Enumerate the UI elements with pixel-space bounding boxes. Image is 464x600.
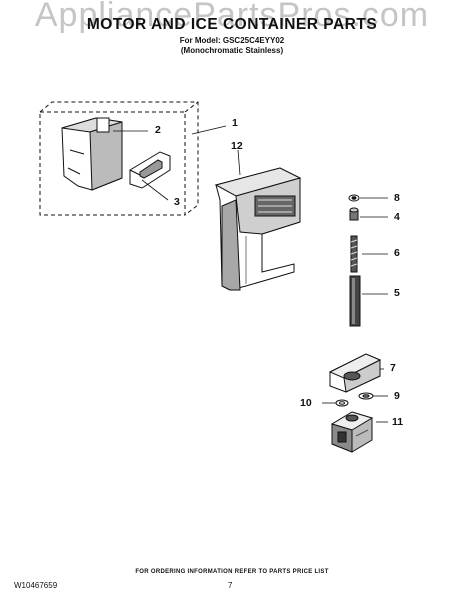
leader-3 xyxy=(141,179,169,201)
drive-shaft-part xyxy=(349,275,361,327)
ice-container-assembly-box xyxy=(39,101,199,216)
callout-3: 3 xyxy=(174,196,180,208)
ice-bucket-part xyxy=(61,117,123,191)
model-line: For Model: GSC25C4EYY02 xyxy=(179,36,285,45)
coupler-part xyxy=(349,207,359,221)
callout-2: 2 xyxy=(155,124,161,136)
callout-10: 10 xyxy=(300,397,312,409)
ring-part xyxy=(348,194,360,202)
callout-7: 7 xyxy=(390,362,396,374)
callout-9: 9 xyxy=(394,390,400,402)
variant-line: (Monochromatic Stainless) xyxy=(180,46,284,55)
ordering-note: FOR ORDERING INFORMATION REFER TO PARTS … xyxy=(135,569,329,575)
page-number: 7 xyxy=(228,581,233,590)
leader-1 xyxy=(191,125,227,135)
washer-part xyxy=(335,399,349,407)
page-title: MOTOR AND ICE CONTAINER PARTS xyxy=(86,16,378,33)
callout-5: 5 xyxy=(394,287,400,299)
motor-bracket-part xyxy=(328,353,382,393)
leader-12 xyxy=(237,149,241,176)
callout-12: 12 xyxy=(231,140,243,152)
auger-motor-part xyxy=(330,411,374,453)
callout-1: 1 xyxy=(232,117,238,129)
spring-part xyxy=(350,235,358,273)
bucket-bracket-part xyxy=(129,151,171,189)
callout-8: 8 xyxy=(394,192,400,204)
gasket-part xyxy=(358,392,374,400)
callout-4: 4 xyxy=(394,211,400,223)
document-number: W10467659 xyxy=(14,581,58,590)
ice-container-housing-part xyxy=(214,167,302,291)
callout-11: 11 xyxy=(392,416,404,428)
callout-6: 6 xyxy=(394,247,400,259)
